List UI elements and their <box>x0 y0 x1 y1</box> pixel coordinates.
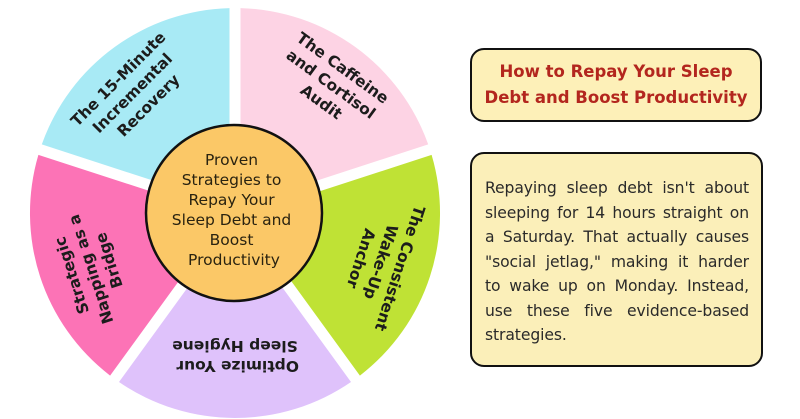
title-line-2: Debt and Boost Productivity <box>484 88 748 107</box>
strategy-wheel: The 15-Minute Incremental Recovery The C… <box>29 8 441 418</box>
page-title: How to Repay Your Sleep Debt and Boost P… <box>485 59 748 111</box>
segment-sleep-hygiene: Optimize Your Sleep Hygiene <box>119 216 351 418</box>
segment-shape <box>119 216 351 418</box>
description-text: Repaying sleep debt isn't about sleeping… <box>485 179 749 344</box>
segment-label: Optimize Your Sleep Hygiene <box>171 337 299 375</box>
title-box: How to Repay Your Sleep Debt and Boost P… <box>470 48 762 122</box>
center-hub: Proven Strategies to Repay Your Sleep De… <box>144 123 324 303</box>
description-box: Repaying sleep debt isn't about sleeping… <box>470 152 763 367</box>
center-label: Proven Strategies to Repay Your Sleep De… <box>172 151 296 269</box>
center-circle <box>144 123 324 303</box>
title-line-1: How to Repay Your Sleep <box>499 62 733 81</box>
